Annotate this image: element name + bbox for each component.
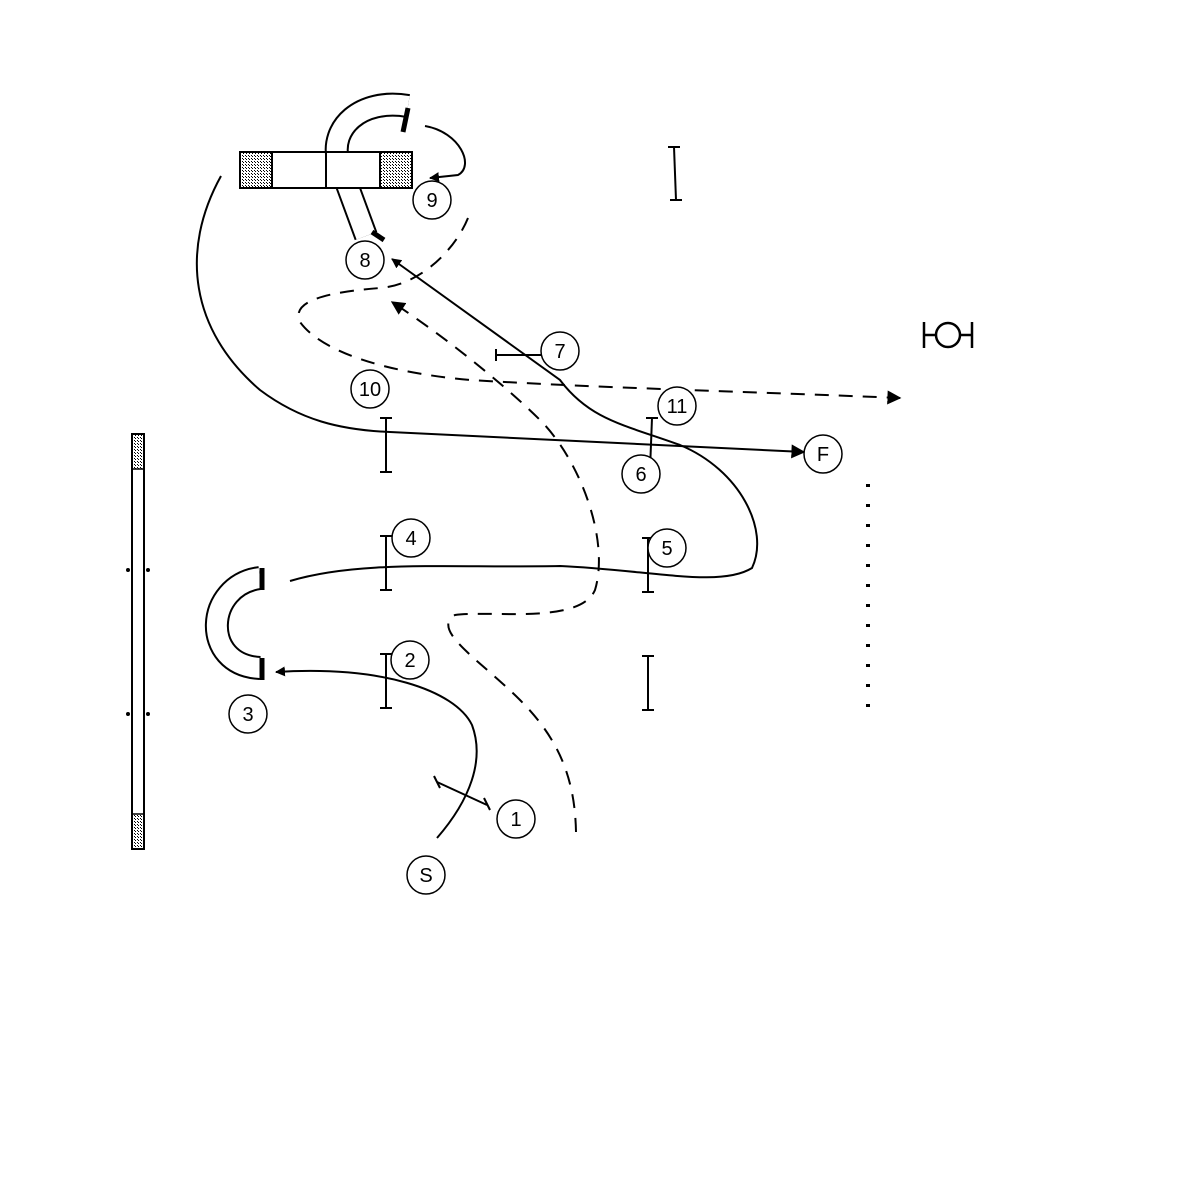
marker-10: 10	[350, 369, 390, 409]
marker-6: 6	[621, 454, 661, 494]
dashed-course-path	[297, 217, 902, 833]
jump-bar-icon	[433, 775, 491, 811]
marker-8: 8	[345, 240, 385, 280]
marker-7: 7	[540, 331, 580, 371]
svg-text:5: 5	[661, 538, 672, 560]
svg-text:11: 11	[667, 396, 688, 418]
a-frame-icon	[126, 433, 150, 850]
marker-5: 5	[647, 528, 687, 568]
svg-text:1: 1	[510, 809, 521, 831]
svg-text:9: 9	[426, 190, 437, 212]
jump-bar-icon	[495, 349, 544, 361]
marker-4: 4	[391, 518, 431, 558]
marker-2: 2	[390, 640, 430, 680]
marker-9: 9	[412, 180, 452, 220]
svg-text:3: 3	[242, 704, 253, 726]
svg-text:2: 2	[404, 650, 415, 672]
jump-bar-icon	[380, 653, 392, 709]
jump-bar-icon	[642, 655, 654, 711]
svg-text:F: F	[817, 444, 829, 466]
jump-bar-icon	[380, 417, 392, 473]
marker-11: 11	[657, 386, 697, 426]
svg-text:4: 4	[405, 528, 416, 550]
jump-bar-icon	[380, 535, 392, 591]
solid-course-path	[195, 125, 806, 839]
tunnel-icon	[204, 566, 265, 680]
svg-text:7: 7	[554, 341, 565, 363]
jump-bar-icon	[668, 146, 682, 201]
judge-icon	[922, 321, 974, 349]
marker-start: S	[406, 855, 446, 895]
marker-3: 3	[228, 694, 268, 734]
tunnel-icon	[324, 92, 411, 243]
svg-text:8: 8	[359, 250, 370, 272]
marker-1: 1	[496, 799, 536, 839]
svg-text:10: 10	[359, 379, 381, 401]
svg-text:S: S	[419, 865, 432, 887]
svg-text:6: 6	[635, 464, 646, 486]
marker-finish: F	[803, 434, 843, 474]
